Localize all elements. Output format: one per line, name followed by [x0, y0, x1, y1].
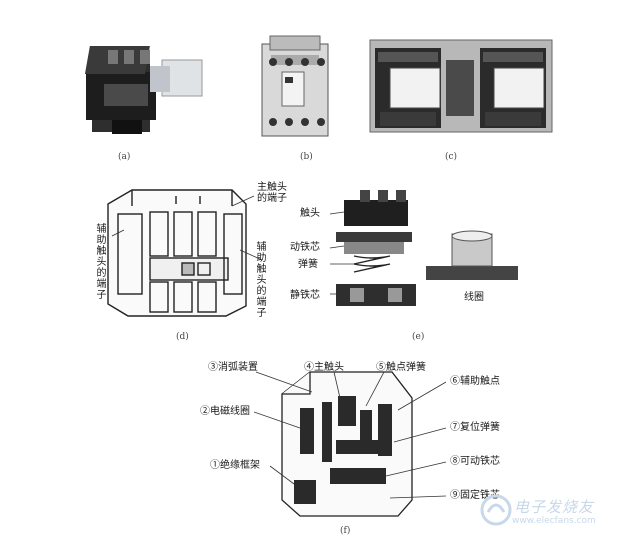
label-arc-device: ③消弧装置 [208, 362, 258, 373]
label-main-contact-terminal: 主触头的端子 [257, 182, 287, 204]
caption-a: (a) [118, 152, 131, 162]
label-spring: 弹簧 [298, 259, 318, 270]
label-contact: 触头 [300, 208, 320, 219]
label-frame: ①绝缘框架 [210, 460, 260, 471]
label-contact-spring: ⑤触点弹簧 [376, 362, 426, 373]
label-main-contact: ④主触头 [304, 362, 344, 373]
caption-f: (f) [340, 526, 351, 536]
watermark-url: www.elecfans.com [512, 516, 596, 526]
label-aux-contact-terminal-right: 辅助触头的端子 [256, 242, 267, 319]
label-movable-core: ⑧可动铁芯 [450, 456, 500, 467]
label-em-coil: ②电磁线圈 [200, 406, 250, 417]
label-coil: 线圈 [464, 292, 484, 303]
label-return-spring: ⑦复位弹簧 [450, 422, 500, 433]
caption-b: (b) [300, 152, 313, 162]
caption-c: (c) [445, 152, 458, 162]
caption-e: (e) [412, 332, 425, 342]
label-aux-contact: ⑥辅助触点 [450, 376, 500, 387]
label-moving-core: 动铁芯 [290, 242, 320, 253]
watermark-text: 电子发烧友 [514, 498, 595, 516]
label-fixed-core: ⑨固定铁芯 [450, 490, 500, 501]
label-static-core: 静铁芯 [290, 290, 320, 301]
label-aux-contact-terminal-left: 辅助触头的端子 [96, 224, 107, 301]
caption-d: (d) [176, 332, 189, 342]
